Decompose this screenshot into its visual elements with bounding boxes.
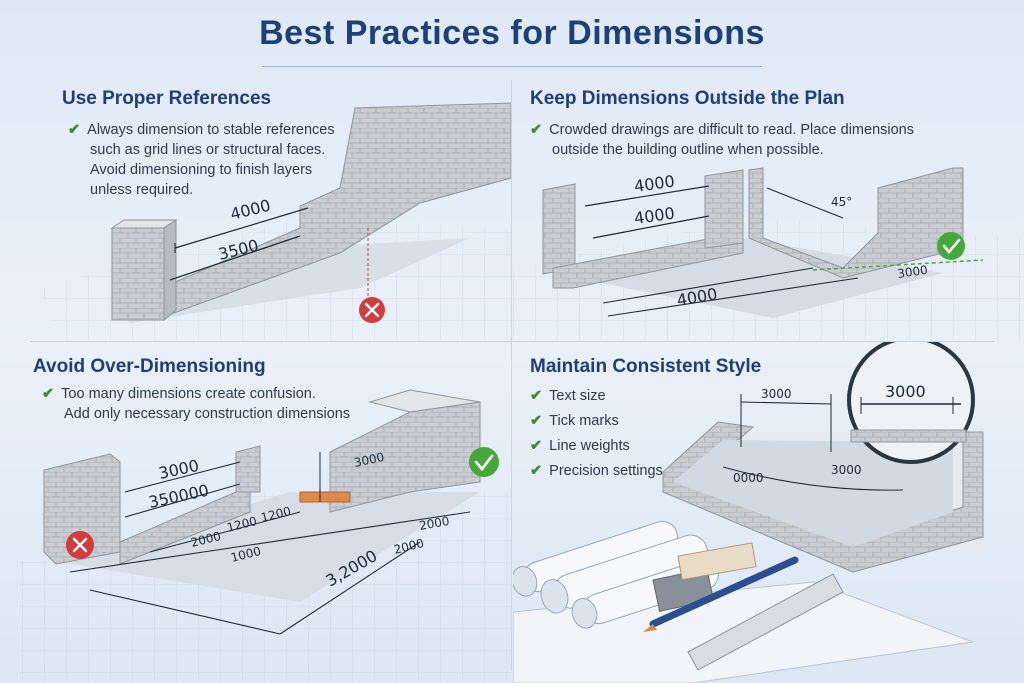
check-icon: ✔ — [68, 122, 81, 138]
dim-label-3000: 3000 — [896, 263, 928, 281]
bullet-text: unless required. — [90, 182, 194, 198]
bullet-text: such as grid lines or structural faces. — [90, 142, 326, 158]
check-icon: ✔ — [530, 388, 543, 404]
list-item: ✔ Precision settings — [530, 459, 663, 484]
horizontal-divider — [30, 341, 994, 342]
room-floor — [673, 440, 953, 547]
dim-line-3500 — [169, 235, 301, 281]
slab — [120, 238, 470, 323]
dim-label-0000: 0000 — [733, 471, 764, 485]
dim-label-3000-a: 3000 — [761, 387, 792, 401]
page-title: Best Practices for Dimensions — [259, 14, 765, 52]
bullet-text: outside the building outline when possib… — [552, 142, 824, 158]
ruler-icon — [687, 573, 844, 671]
panel-keep-dimensions-outside: 4000 4000 45° 4000 3000 Keep Dimensions … — [513, 78, 1024, 340]
magnifier-icon — [847, 342, 975, 464]
panel-maintain-consistent-style: 3000 0000 3000 3000 Maintain Consistent … — [513, 342, 1024, 683]
panel-heading: Keep Dimensions Outside the Plan — [530, 88, 845, 109]
bullet-text: Crowded drawings are difficult to read. … — [549, 122, 914, 138]
list-item: ✔ Tick marks — [530, 409, 663, 434]
bullet-list: ✔ Too many dimensions create confusion. A… — [42, 384, 350, 424]
panel-4-illustration: 3000 0000 3000 3000 — [513, 342, 984, 683]
check-icon: ✔ — [530, 438, 543, 454]
check-ok-icon — [937, 232, 965, 260]
bullet-text: Always dimension to stable references — [87, 122, 335, 138]
vertical-divider — [511, 80, 512, 670]
dim-label-3000-b: 3000 — [353, 450, 386, 470]
panel-heading: Avoid Over-Dimensioning — [33, 356, 266, 377]
panel-avoid-over-dimensioning: 3000 350000 3000 2000 1200 1200 1000 200… — [0, 342, 511, 683]
check-icon: ✔ — [42, 386, 55, 402]
panel-heading: Maintain Consistent Style — [530, 356, 762, 377]
bullet-text: Too many dimensions create confusion. — [61, 386, 316, 402]
list-item-label: Tick marks — [549, 413, 619, 429]
style-list: ✔ Text size ✔ Tick marks ✔ Line weights ✔ Pr… — [530, 384, 663, 484]
blueprint-rolls-icon — [513, 520, 719, 629]
list-item: ✔ Text size — [530, 384, 663, 409]
center-wall — [704, 169, 744, 249]
list-item-label: Line weights — [549, 438, 630, 454]
dim-label-4000-b: 4000 — [633, 203, 676, 227]
check-icon: ✔ — [530, 122, 543, 138]
panel-heading: Use Proper References — [62, 88, 272, 109]
bullet-list: ✔ Crowded drawings are difficult to read.… — [530, 120, 914, 160]
left-wall — [542, 183, 576, 275]
dim-label-3000-a: 3000 — [157, 456, 201, 483]
panel-3-illustration: 3000 350000 3000 2000 1200 1200 1000 200… — [20, 389, 511, 683]
panel-2-illustration: 4000 4000 45° 4000 3000 — [513, 167, 1024, 340]
right-wall — [748, 167, 964, 279]
dim-label-angle: 45° — [831, 195, 852, 209]
dim-label-3000-c: 3000 — [831, 463, 862, 477]
panel-1-illustration: 4000 3500 — [40, 102, 511, 340]
panel-use-proper-references: 4000 3500 Use Proper References ✔ Always … — [0, 78, 511, 340]
bullet-text: Add only necessary construction dimensio… — [64, 406, 351, 422]
long-wall — [149, 102, 511, 319]
dim-label-3000-zoom: 3000 — [885, 382, 926, 401]
room-walls — [662, 421, 984, 573]
dim-line-4000 — [174, 207, 309, 249]
list-item: ✔ Line weights — [530, 434, 663, 459]
list-item-label: Precision settings — [549, 463, 663, 479]
column — [111, 227, 165, 321]
pencil-icon — [649, 556, 799, 628]
bullet-list: ✔ Always dimension to stable references s… — [68, 120, 335, 200]
bullet-text: Avoid dimensioning to finish layers — [90, 162, 313, 178]
check-icon: ✔ — [530, 413, 543, 429]
check-icon: ✔ — [530, 463, 543, 479]
check-ok-icon — [469, 447, 499, 477]
title-divider — [262, 66, 762, 67]
list-item-label: Text size — [549, 388, 606, 404]
dim-label-2000-b: 2000 — [418, 514, 451, 533]
